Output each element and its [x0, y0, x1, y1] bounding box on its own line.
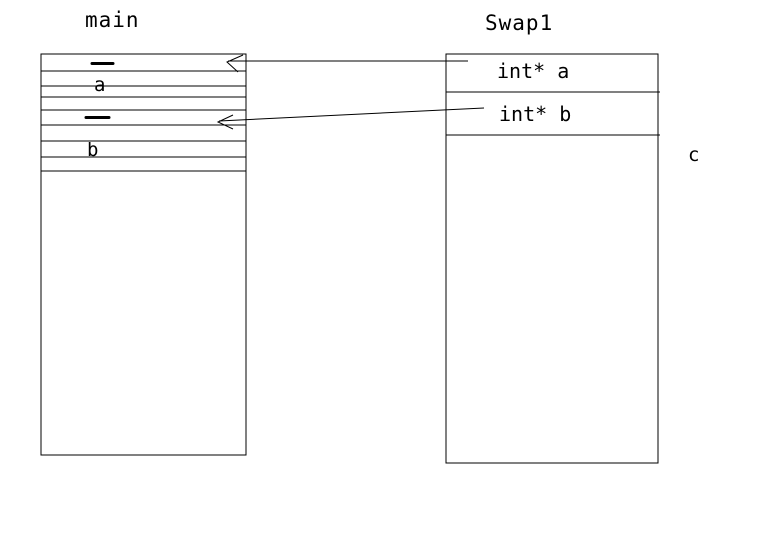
main-frame-border — [40, 53, 247, 456]
main-stack-frame — [40, 53, 247, 456]
arrow-head — [216, 114, 234, 130]
pointer-arrow-a — [226, 54, 468, 73]
swap-frame-border — [445, 53, 659, 464]
main-variable-b-label: b — [87, 139, 99, 161]
swap-frame-title: Swap1 — [485, 11, 554, 35]
swap-cell-int-pointer-a: int* a — [497, 59, 570, 83]
swap-stack-frame — [445, 53, 660, 464]
pointer-arrow-b — [216, 107, 485, 130]
main-frame-title: main — [85, 8, 140, 32]
stray-label-c: c — [688, 144, 700, 166]
arrow-shaft — [218, 107, 485, 122]
arrow-head — [226, 54, 244, 73]
swap-cell-int-pointer-b: int* b — [499, 102, 572, 126]
main-variable-a-label: a — [94, 74, 106, 96]
